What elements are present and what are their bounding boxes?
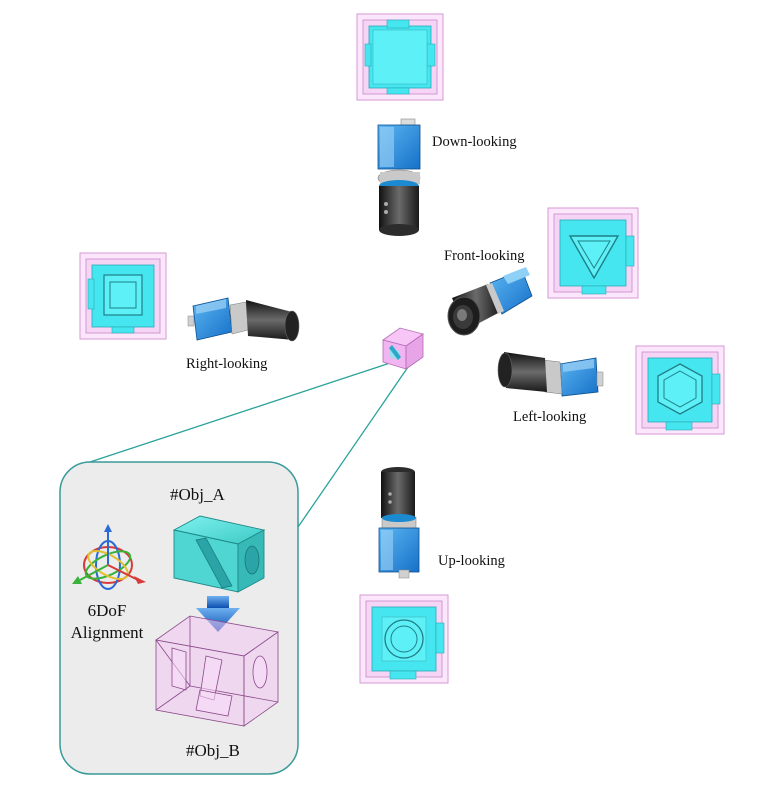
object-a-cube: [172, 515, 266, 593]
label-up-looking: Up-looking: [438, 553, 505, 569]
connector-line-left: [77, 361, 394, 467]
label-left-looking: Left-looking: [513, 409, 586, 425]
camera-right-looking: [187, 297, 300, 342]
label-front-looking: Front-looking: [444, 248, 525, 264]
six-dof-gizmo-icon: [72, 524, 146, 590]
camera-up-looking: [378, 467, 420, 579]
object-b-cube: [154, 615, 280, 727]
view-thumbnail-down: [356, 13, 444, 101]
alignment-arrow-icon: [196, 596, 240, 632]
view-thumbnail-front: [547, 207, 639, 299]
camera-left-looking: [497, 352, 604, 397]
label-6dof: 6DoF: [88, 601, 127, 620]
center-object-cube: [382, 327, 424, 370]
view-thumbnail-right: [79, 252, 167, 340]
connector-line-right: [295, 366, 409, 531]
label-obj-a: #Obj_A: [170, 485, 226, 504]
camera-down-looking: [377, 118, 421, 236]
label-right-looking: Right-looking: [186, 356, 267, 372]
inset-panel-alignment: #Obj_A #Obj_B: [59, 461, 299, 775]
label-down-looking: Down-looking: [432, 134, 517, 150]
view-thumbnail-up: [359, 594, 449, 684]
label-obj-b: #Obj_B: [186, 741, 240, 760]
camera-front-looking: [447, 267, 533, 336]
view-thumbnail-left: [635, 345, 725, 435]
label-alignment: Alignment: [71, 623, 144, 642]
